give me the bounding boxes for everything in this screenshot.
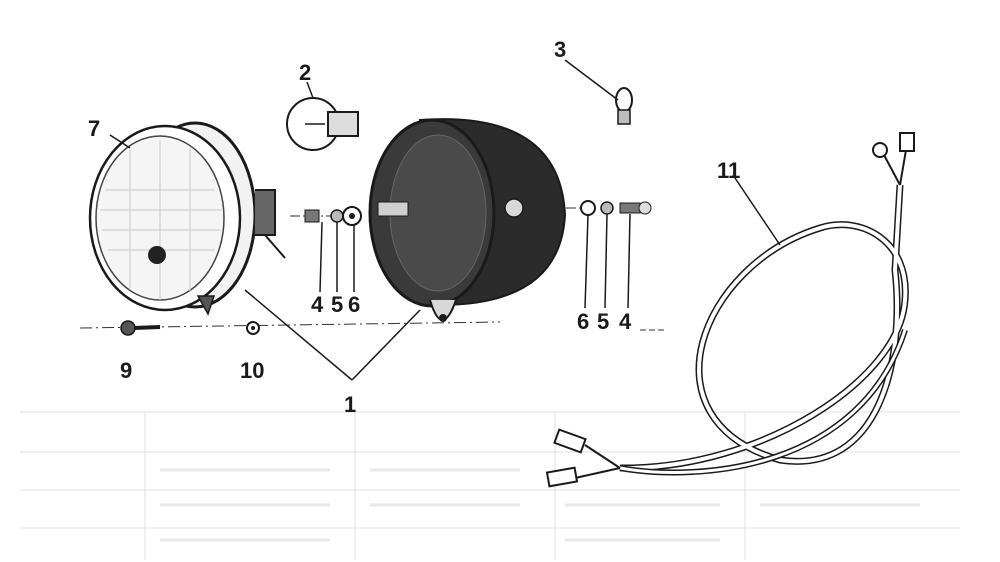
callout-4-right: 4 xyxy=(619,309,632,334)
callout-4-left: 4 xyxy=(311,292,324,317)
wiring-harness xyxy=(545,132,915,488)
headlamp-front-assembly xyxy=(88,121,286,316)
callout-7: 7 xyxy=(88,116,100,141)
headlamp-bulb xyxy=(286,97,359,151)
lens-pattern xyxy=(100,140,222,300)
callout-9: 9 xyxy=(120,358,132,383)
screw-set-left xyxy=(304,206,362,226)
callout-10: 10 xyxy=(240,358,264,383)
headlamp-housing xyxy=(368,118,567,322)
mounting-screw xyxy=(120,320,161,336)
callout-3: 3 xyxy=(554,37,566,62)
callout-6-right: 6 xyxy=(577,309,589,334)
callout-5-left: 5 xyxy=(331,292,343,317)
callout-5-right: 5 xyxy=(597,309,609,334)
screw-set-right xyxy=(580,200,652,216)
parking-bulb xyxy=(615,87,633,125)
callout-1: 1 xyxy=(344,392,356,417)
leader-lines xyxy=(109,59,781,381)
callout-6-left: 6 xyxy=(348,292,360,317)
faded-table-grid xyxy=(20,411,960,560)
callout-11: 11 xyxy=(717,158,740,183)
callout-2: 2 xyxy=(299,60,311,85)
mounting-nut xyxy=(246,321,260,335)
